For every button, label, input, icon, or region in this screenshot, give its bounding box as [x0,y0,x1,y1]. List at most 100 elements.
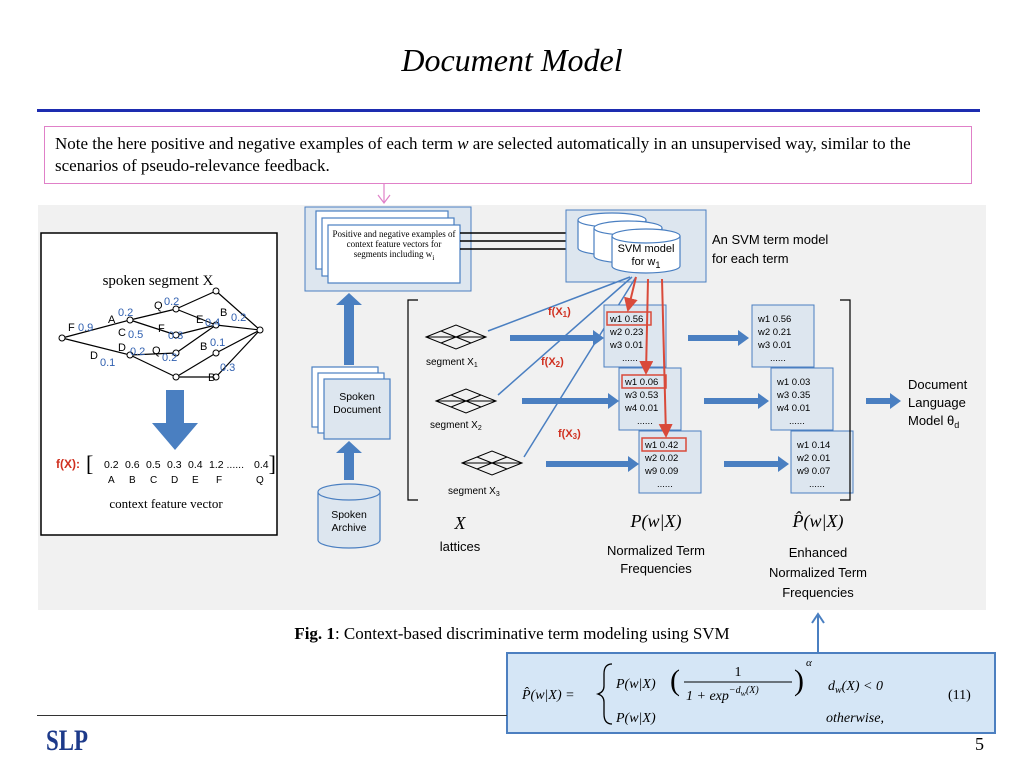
svg-text:w2 0.01: w2 0.01 [796,453,830,464]
svg-text:w2 0.23: w2 0.23 [609,327,643,338]
svg-text:w1 0.56: w1 0.56 [757,314,791,325]
svg-text:w3 0.01: w3 0.01 [609,340,643,351]
svg-text:segment X1: segment X1 [426,357,478,369]
svg-text:[: [ [86,451,93,476]
svg-text:w1 0.14: w1 0.14 [796,440,830,451]
svg-text:0.2: 0.2 [164,296,179,308]
svg-text:E: E [192,475,199,486]
svg-text:Q: Q [154,300,163,312]
svg-text:F: F [68,322,75,334]
svg-text:0.3: 0.3 [167,459,182,471]
segment-lattice [61,290,261,378]
svg-text:F: F [158,323,165,335]
doc-lm-label: Document Language Model θd [908,377,968,430]
note-box: Note the here positive and negative exam… [44,126,972,184]
caption-text: : Context-based discriminative term mode… [334,624,730,643]
svg-text:1 + exp−dw(X): 1 + exp−dw(X) [686,685,759,704]
svg-text:0.3: 0.3 [220,362,235,374]
note-text-after: are selected automatically in an unsuper… [55,134,911,175]
svg-text:w1 0.56: w1 0.56 [609,314,643,325]
svg-text:A: A [108,475,115,486]
e-tables [751,304,854,494]
svg-text:F: F [216,475,222,486]
up-arrow-icon [336,293,362,365]
vector-values: 0.2 0.6 0.5 0.3 0.4 1.2 ...... 0.4 [104,459,269,471]
svg-text:(: ( [670,664,680,697]
svg-text:0.4: 0.4 [254,459,269,471]
frac-den: 1 + exp [686,689,729,704]
spoken-segment-title: spoken segment X [103,273,214,289]
svg-text:0.4: 0.4 [205,317,220,329]
svg-text:w4 0.01: w4 0.01 [776,403,810,414]
svm-cylinder-label: SVM model for w [617,243,675,268]
svg-text:f(X2): f(X2) [541,356,564,369]
formula-arrow-icon [811,612,825,652]
caption-prefix: Fig. 1 [294,624,335,643]
spoken-archive [317,483,381,549]
svg-text:0.2: 0.2 [162,352,177,364]
svg-text:Q: Q [152,345,161,357]
svg-text:C: C [118,327,126,339]
svg-text:segment X2: segment X2 [430,420,482,432]
svg-text:Model θd: Model θd [908,413,959,430]
case1-expr: P(w|X) [615,677,656,692]
up-arrow-icon-2 [336,441,362,480]
svg-text:0.1: 0.1 [100,357,115,369]
left-panel [40,232,278,536]
svg-text:0.5: 0.5 [128,329,143,341]
svg-text:w9 0.09: w9 0.09 [644,466,678,477]
svg-text:dw(X) < 0: dw(X) < 0 [828,679,883,696]
svg-text:]: ] [269,451,276,476]
svg-text:w1 0.42: w1 0.42 [644,440,678,451]
svg-text:0.5: 0.5 [146,459,161,471]
svg-text:w2 0.21: w2 0.21 [757,327,791,338]
svg-text:Language: Language [908,395,966,410]
phat-label-1: Enhanced [789,545,848,560]
svg-text:w1 0.06: w1 0.06 [624,377,658,388]
segment-diamonds [424,324,524,476]
svg-text:0.2: 0.2 [118,307,133,319]
svg-text:Q: Q [256,475,264,486]
svg-text:w3 0.35: w3 0.35 [776,390,810,401]
svg-text:f(X3): f(X3) [558,428,581,441]
svg-text:......: ...... [637,416,653,427]
svg-text:1.2 ......: 1.2 ...... [209,459,244,471]
svg-text:w3 0.53: w3 0.53 [624,390,658,401]
svg-text:C: C [150,475,157,486]
context-vector-title: context feature vector [109,496,223,511]
slide-title: Document Model [401,42,623,78]
formula-lhs: P̂(w|X) = [521,687,575,703]
phat-label-2: Normalized Term [769,565,867,580]
svg-text:......: ...... [770,353,786,364]
svg-text:B: B [220,307,227,319]
lattices-label: lattices [440,539,481,554]
case2-expr: P(w|X) [615,711,656,726]
note-arrow-icon [377,184,391,204]
p-label-2: Frequencies [620,561,692,576]
slp-logo: SLP [46,724,88,757]
svg-text:): ) [794,664,804,697]
p-label-1: Normalized Term [607,543,705,558]
footer-rule [37,715,507,716]
figure-caption: Fig. 1: Context-based discriminative ter… [0,624,1024,644]
svg-text:......: ...... [809,479,825,490]
svg-text:E: E [196,314,203,326]
formula-equation: P̂(w|X) = P(w|X) ( 1 1 + exp−dw(X) ) α d… [521,657,971,726]
svg-text:D: D [171,475,178,486]
frac-num: 1 [735,665,742,680]
p-tables [603,304,702,494]
svg-text:0.3: 0.3 [168,330,183,342]
svg-text:D: D [118,342,126,354]
svg-text:D: D [90,350,98,362]
formula-brace [595,663,613,725]
doc-lm-arrow-icon [866,393,901,409]
segment-arrows [510,330,789,472]
segment-labels: segment X1 segment X2 segment X3 [426,357,500,498]
examples-text: Positive and negative examples of contex… [332,229,456,259]
svg-text:......: ...... [622,353,638,364]
cond2: otherwise, [826,711,884,726]
svm-desc-1: An SVM term model [712,232,828,247]
title-rule [37,109,980,112]
svg-text:0.2: 0.2 [130,346,145,358]
